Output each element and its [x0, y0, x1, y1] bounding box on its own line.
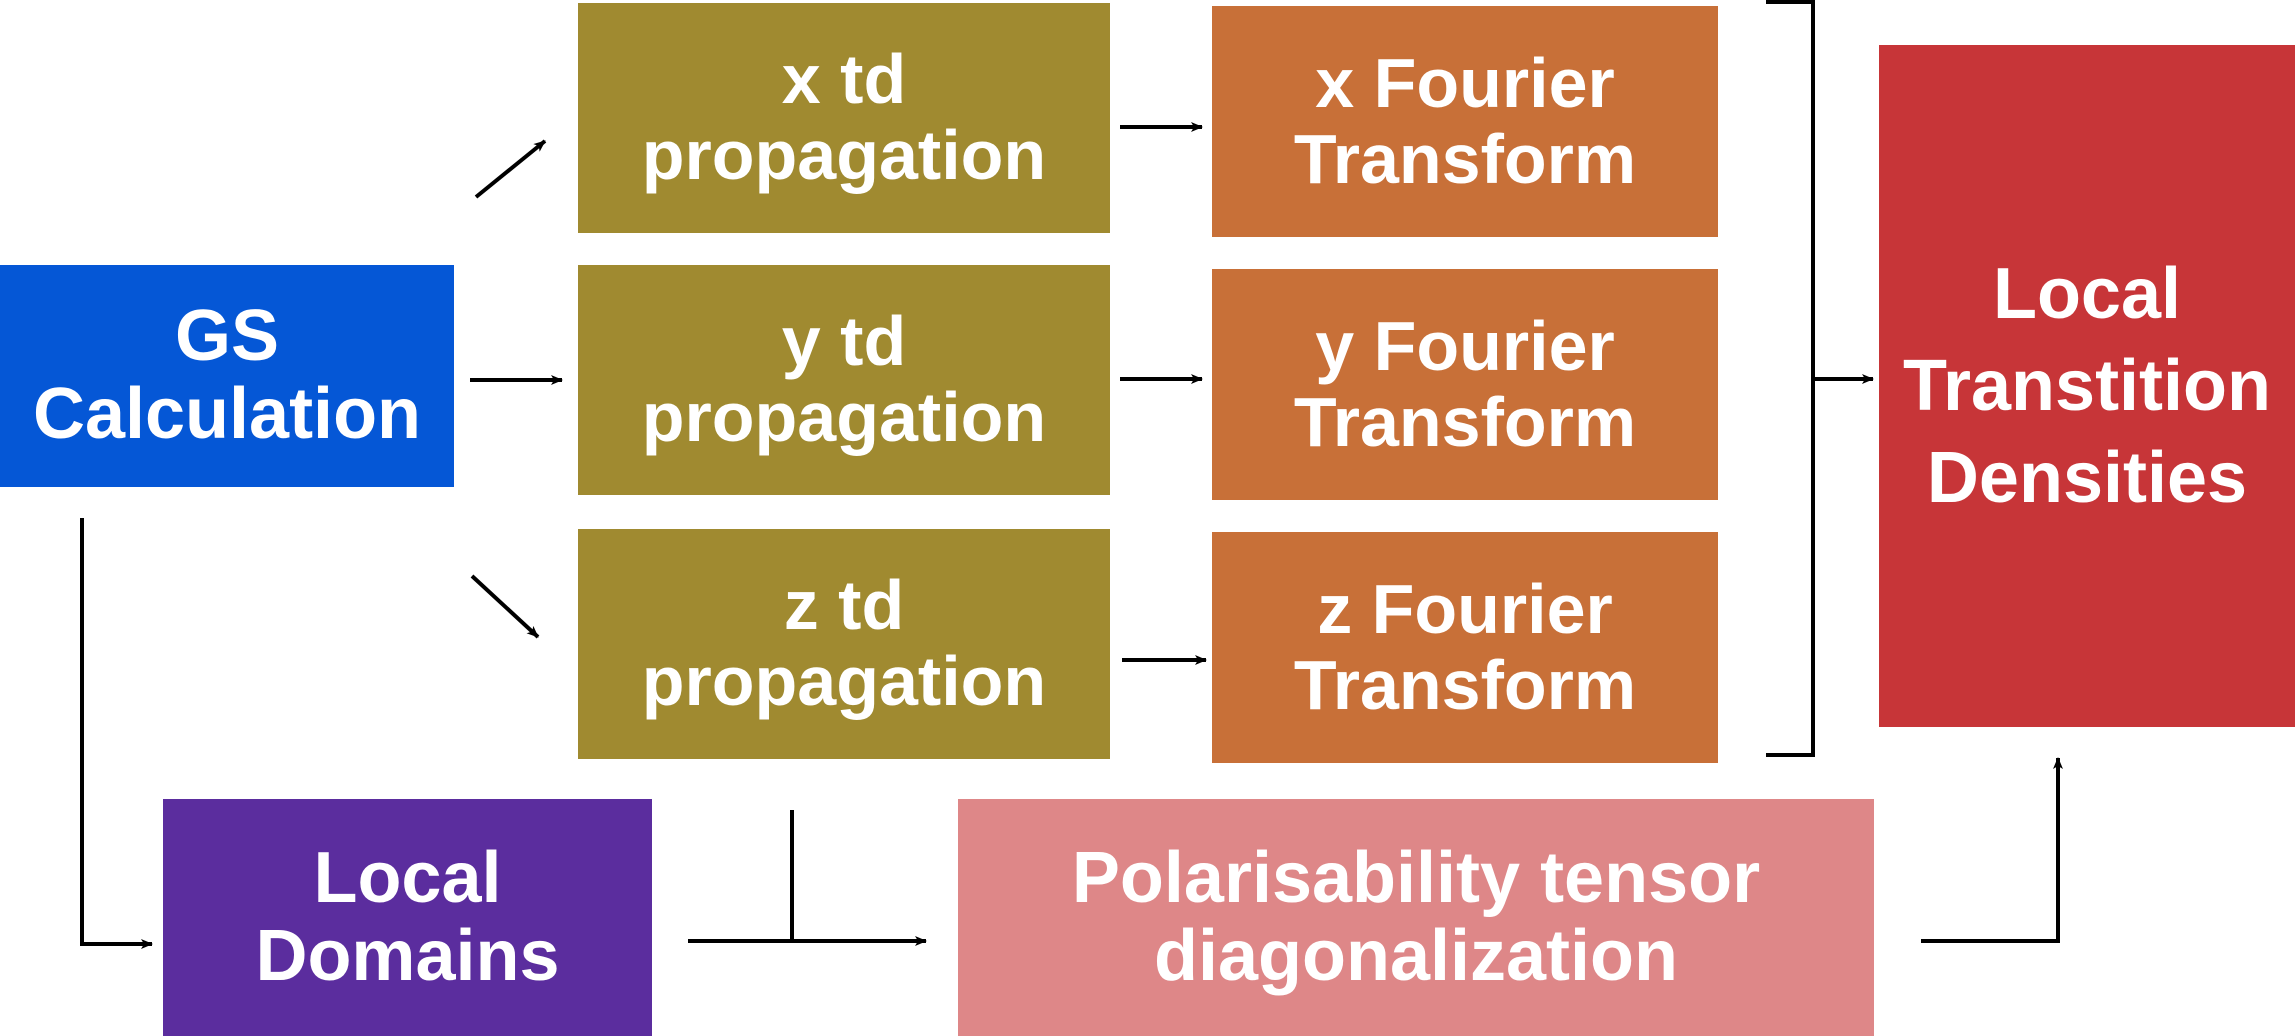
y-td-propagation-line2: propagation [641, 378, 1047, 456]
local-domains-line1: Local [313, 837, 502, 918]
z-td-propagation-line1: z td [783, 566, 905, 645]
x-td-propagation-node: x td propagation [578, 3, 1110, 233]
ltd-line1: Local [1992, 253, 2182, 334]
x-fourier-transform-node: x Fourier Transform [1212, 6, 1718, 237]
z-fourier-transform-node: z Fourier Transform [1212, 532, 1718, 763]
x-fourier-transform-line1: x Fourier [1315, 43, 1615, 122]
y-fourier-transform-line2: Transform [1293, 382, 1637, 461]
y-td-propagation-node: y td propagation [578, 265, 1110, 495]
ltd-line3: Densities [1926, 438, 2248, 519]
x-td-propagation-line2: propagation [641, 116, 1047, 194]
y-fourier-transform-line1: y Fourier [1315, 306, 1615, 385]
y-fourier-transform-node: y Fourier Transform [1212, 269, 1718, 500]
y-td-propagation-line1: y td [781, 302, 907, 381]
arrow-gs-to-z-prop [470, 574, 540, 639]
arrow-gs-to-local-domains [80, 518, 153, 949]
polarisability-line2: diagonalization [1153, 915, 1678, 996]
z-td-propagation-node: z td propagation [578, 529, 1110, 759]
local-transition-densities-node: Local Transtition Densities [1879, 45, 2295, 727]
gs-calculation-line2: Calculation [32, 374, 422, 454]
x-td-propagation-line1: x td [781, 40, 907, 119]
gs-calculation-node: GS Calculation [0, 265, 454, 487]
arrow-polarisability-to-ltd [1921, 757, 2063, 943]
local-domains-node: Local Domains [163, 799, 652, 1036]
polarisability-tensor-node: Polarisability tensor diagonalization [958, 799, 1874, 1036]
arrow-gs-to-x-prop [474, 139, 547, 199]
z-fourier-transform-line1: z Fourier [1317, 569, 1613, 648]
z-fourier-transform-line2: Transform [1293, 645, 1637, 724]
x-fourier-transform-line2: Transform [1293, 119, 1637, 198]
gs-calculation-line1: GS [174, 296, 280, 377]
bracket-fourier-group [1766, 0, 1815, 757]
local-domains-line2: Domains [255, 915, 560, 996]
ltd-line2: Transtition [1902, 345, 2271, 426]
z-td-propagation-line2: propagation [641, 642, 1047, 720]
polarisability-line1: Polarisability tensor [1071, 837, 1761, 918]
